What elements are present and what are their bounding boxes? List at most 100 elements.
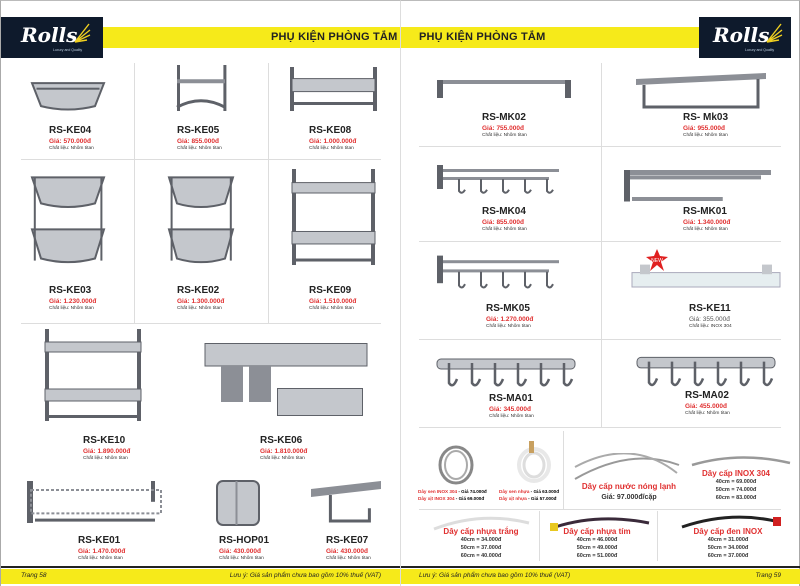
rs-hop01-product-image xyxy=(213,477,263,534)
rs-mk03-product-image xyxy=(626,71,776,116)
product-price: Giá: 455.000đ xyxy=(685,403,727,410)
page-number: Trang 58 xyxy=(21,572,47,579)
product-material: Chất liệu: Nhôm titan xyxy=(260,456,305,461)
cable-length-price: 50cm = 34.000đ xyxy=(707,545,749,551)
rs-ke01-product-image xyxy=(21,477,171,534)
product-material: Chất liệu: Nhôm titan xyxy=(683,227,728,232)
rs-ke02-product-image xyxy=(161,167,241,276)
product-price: Giá: 430.000đ xyxy=(326,548,368,555)
rs-mk05-product-image xyxy=(429,251,579,302)
product-price: Giá: 855.000đ xyxy=(482,219,524,226)
product-material: Chất liệu: Nhôm titan xyxy=(486,324,531,329)
product-code: RS-KE04 xyxy=(49,125,92,136)
product-price: Giá: 1.470.000đ xyxy=(78,548,126,555)
leaf-icon xyxy=(74,23,91,43)
product-code: RS-KE06 xyxy=(260,435,303,446)
left-page: PHỤ KIỆN PHÒNG TẮM Rolls Luxury and Qual… xyxy=(0,0,401,586)
rs-ke07-product-card: RS-KE07 Giá: 430.000đ Chất liệu: Nhôm ti… xyxy=(326,535,371,561)
header-band xyxy=(101,27,401,48)
product-code: RS-KE07 xyxy=(326,535,369,546)
hose-inox-image xyxy=(438,445,474,485)
product-material: Chất liệu: Nhôm titan xyxy=(489,414,534,419)
product-code: RS-KE08 xyxy=(309,125,352,136)
hose-plastic-image xyxy=(517,441,551,483)
rs-ke06-product-image xyxy=(201,339,371,434)
cable-hot-cold-image xyxy=(574,453,680,480)
product-material: Chất liệu: Nhôm titan xyxy=(482,227,527,232)
cable-title: Dây cấp nhựa trắng xyxy=(443,527,519,536)
cable-length-price: 50cm = 49.000đ xyxy=(576,545,618,551)
product-code: RS-KE10 xyxy=(83,435,126,446)
brand-tagline: Luxury and Quality xyxy=(745,48,775,52)
product-price: Giá: 855.000đ xyxy=(177,138,219,145)
product-price: Giá: 1.890.000đ xyxy=(83,448,131,455)
cable-length-price: 40cm = 69.000đ xyxy=(715,479,757,485)
rs-ke01-product-card: RS-KE01 Giá: 1.470.000đ Chất liệu: Nhôm … xyxy=(78,535,125,561)
cable-black-image xyxy=(681,515,781,529)
rs-ke08-product-card: RS-KE08 Giá: 1.000.000đ Chất liệu: Nhôm … xyxy=(309,125,356,151)
product-code: RS-KE02 xyxy=(177,285,220,296)
rs-ma02-product-image xyxy=(631,349,781,396)
rs-ke07-product-image xyxy=(307,477,385,534)
new-badge-icon: NEW xyxy=(646,249,668,271)
rs-ke03-product-card: RS-KE03 Giá: 1.230.000đ Chất liệu: Nhôm … xyxy=(49,285,96,311)
rs-ma01-product-image xyxy=(431,351,581,396)
rs-ke05-product-image xyxy=(161,63,241,120)
rs-ke09-product-image xyxy=(286,167,381,276)
brand-tagline: Luxury and Quality xyxy=(53,48,83,52)
product-price: Giá: 1.270.000đ xyxy=(486,316,534,323)
rs-ma01-product-card: RS-MA01 Giá: 345.000đ Chất liệu: Nhôm ti… xyxy=(489,393,534,419)
cable-purple-image xyxy=(550,517,650,531)
cable-length-price: 40cm = 34.000đ xyxy=(460,537,502,543)
product-material: Chất liệu: Nhôm titan xyxy=(49,306,94,311)
product-material: Chất liệu: Nhôm titan xyxy=(177,306,222,311)
rs-mk05-product-card: RS-MK05 Giá: 1.270.000đ Chất liệu: Nhôm … xyxy=(486,303,533,329)
cable-length-price: 50cm = 37.000đ xyxy=(460,545,502,551)
rs-ke10-product-image xyxy=(39,327,147,432)
page-title: PHỤ KIỆN PHÒNG TẮM xyxy=(419,31,546,43)
rs-ke11-product-image: NEW xyxy=(626,249,786,300)
product-code: RS-KE03 xyxy=(49,285,92,296)
product-code: RS-MA02 xyxy=(685,390,729,401)
cable-title: Dây cấp đen INOX xyxy=(693,527,763,536)
rs-ke10-product-card: RS-KE10 Giá: 1.890.000đ Chất liệu: Nhôm … xyxy=(83,435,130,461)
product-code: RS-HOP01 xyxy=(219,535,270,546)
product-price: Giá: 345.000đ xyxy=(489,406,531,413)
cable-price: Giá: 97.000đ/cặp xyxy=(601,494,657,501)
rs-ke05-product-card: RS-KE05 Giá: 855.000đ Chất liệu: Nhôm ti… xyxy=(177,125,222,151)
cable-length-price: 60cm = 37.000đ xyxy=(707,553,749,559)
product-code: RS-MK04 xyxy=(482,206,526,217)
right-page: PHỤ KIỆN PHÒNG TẮM Rolls Luxury and Qual… xyxy=(400,0,800,586)
cable-title: Dây cấp nước nóng lạnh xyxy=(581,482,677,491)
cable-white-image xyxy=(433,516,530,531)
product-price: Giá: 570.000đ xyxy=(49,138,91,145)
cable-length-price: 60cm = 40.000đ xyxy=(460,553,502,559)
product-price: Giá: 755.000đ xyxy=(482,125,524,132)
product-code: RS-MA01 xyxy=(489,393,533,404)
rs-hop01-product-card: RS-HOP01 Giá: 430.000đ Chất liệu: Nhôm t… xyxy=(219,535,269,561)
product-code: RS-MK01 xyxy=(683,206,727,217)
rs-ke06-product-card: RS-KE06 Giá: 1.810.000đ Chất liệu: Nhôm … xyxy=(260,435,307,461)
cable-length-price: 40cm = 31.000đ xyxy=(707,537,749,543)
product-price: Giá: 1.340.000đ xyxy=(683,219,731,226)
cable-inox-image xyxy=(691,456,791,467)
rs-ke03-product-image xyxy=(23,167,113,276)
cable-length-price: 50cm = 74.000đ xyxy=(715,487,757,493)
leaf-icon xyxy=(766,23,783,43)
product-price: Giá: 1.300.000đ xyxy=(177,298,225,305)
product-material: Chất liệu: Nhôm titan xyxy=(482,133,527,138)
product-code: RS-MK05 xyxy=(486,303,530,314)
svg-text:NEW: NEW xyxy=(651,258,663,264)
cable-title: Dây cấp nhựa tím xyxy=(563,527,631,536)
product-material: Chất liệu: Nhôm titan xyxy=(83,456,128,461)
footer-bar: Trang 58 Lưu ý: Giá sản phẩm chưa bao gồ… xyxy=(1,569,401,584)
rs-ke08-product-image xyxy=(286,63,381,120)
product-material: Chất liệu: Nhôm titan xyxy=(49,146,94,151)
brand-name: Rolls xyxy=(713,23,770,47)
brand-logo: Rolls Luxury and Quality xyxy=(699,17,791,58)
product-price: Giá: 355.000đ xyxy=(689,316,730,323)
product-material: Chất liệu: Nhôm titan xyxy=(685,411,730,416)
rs-ke04-product-card: RS-KE04 Giá: 570.000đ Chất liệu: Nhôm ti… xyxy=(49,125,94,151)
